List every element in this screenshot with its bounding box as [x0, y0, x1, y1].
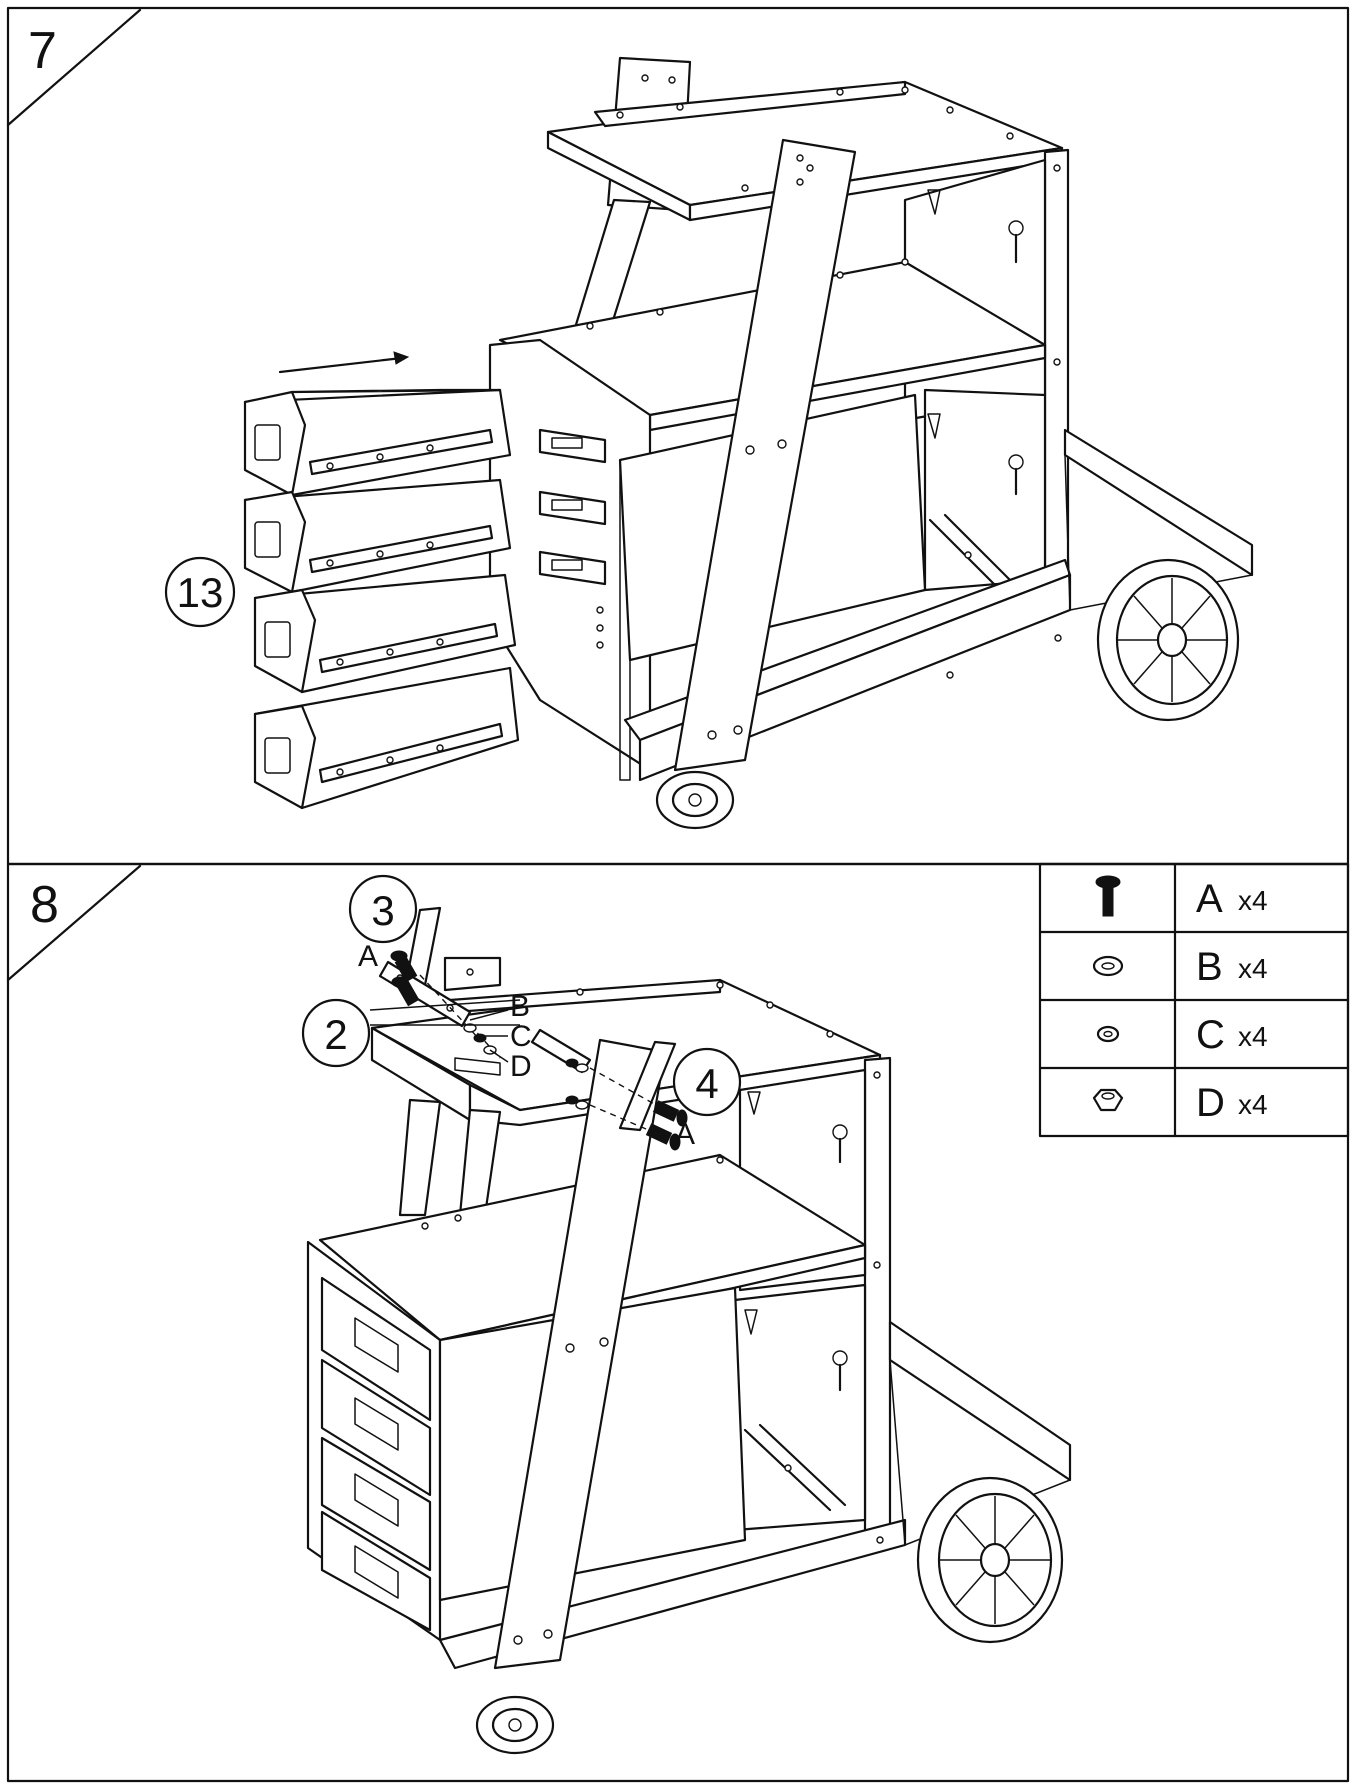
callout-top-shelf-number: 2 [324, 1011, 347, 1058]
drawer-stack [243, 388, 520, 810]
bolt-icon [1095, 875, 1121, 917]
bolt-left-lower [391, 976, 420, 1007]
parts-row-c: C x4 [1096, 1013, 1268, 1057]
washer-icon [1092, 955, 1124, 977]
parts-qty-a: x4 [1238, 885, 1268, 916]
callout-top-shelf: 2 [301, 998, 371, 1068]
drawer-2 [243, 478, 512, 594]
lock-washer-icon [1096, 1025, 1120, 1043]
parts-letter-c: C [1196, 1013, 1225, 1057]
label-fastener-d: D [510, 1050, 532, 1083]
step8-number: 8 [30, 876, 59, 934]
label-fastener-a-right: A [675, 1118, 695, 1151]
step7-number: 7 [28, 22, 57, 80]
bolt-right-upper [652, 1100, 688, 1127]
insert-direction-arrow [278, 351, 410, 374]
left-bracket-assembly [369, 950, 521, 1076]
hex-nut-icon [1092, 1088, 1124, 1112]
parts-row-d: D x4 [1092, 1081, 1268, 1125]
step8-badge: 8 [6, 864, 142, 982]
callout-left-bracket-number: 3 [371, 887, 394, 934]
step7-badge: 7 [6, 8, 142, 127]
callout-drawers-number: 13 [177, 569, 224, 616]
callout-right-bracket-number: 4 [695, 1060, 718, 1107]
label-fastener-a-left: A [358, 940, 378, 973]
callout-right-bracket: 4 [672, 1047, 742, 1117]
step8-cart [306, 906, 1072, 1755]
drawer-4 [253, 666, 520, 810]
parts-qty-c: x4 [1238, 1021, 1268, 1052]
callout-drawers: 13 [164, 556, 236, 628]
parts-row-a: A x4 [1095, 875, 1268, 921]
right-bracket-fasteners [530, 1028, 688, 1151]
parts-table: A x4 B x4 C x4 D [1038, 862, 1350, 1138]
label-fastener-b: B [510, 990, 530, 1023]
drawer-1 [243, 388, 512, 497]
parts-letter-d: D [1196, 1081, 1225, 1125]
callout-left-bracket: 3 [348, 874, 418, 944]
step7-cart [488, 56, 1254, 830]
step8-panel [6, 862, 1350, 1783]
parts-letter-a: A [1196, 877, 1223, 921]
label-fastener-c: C [510, 1020, 532, 1053]
parts-qty-b: x4 [1238, 953, 1268, 984]
parts-letter-b: B [1196, 945, 1223, 989]
bolt-left-upper [390, 950, 418, 983]
bolt-right-lower [645, 1123, 681, 1151]
parts-qty-d: x4 [1238, 1089, 1268, 1120]
drawer-3 [253, 573, 517, 694]
parts-row-b: B x4 [1092, 945, 1268, 989]
